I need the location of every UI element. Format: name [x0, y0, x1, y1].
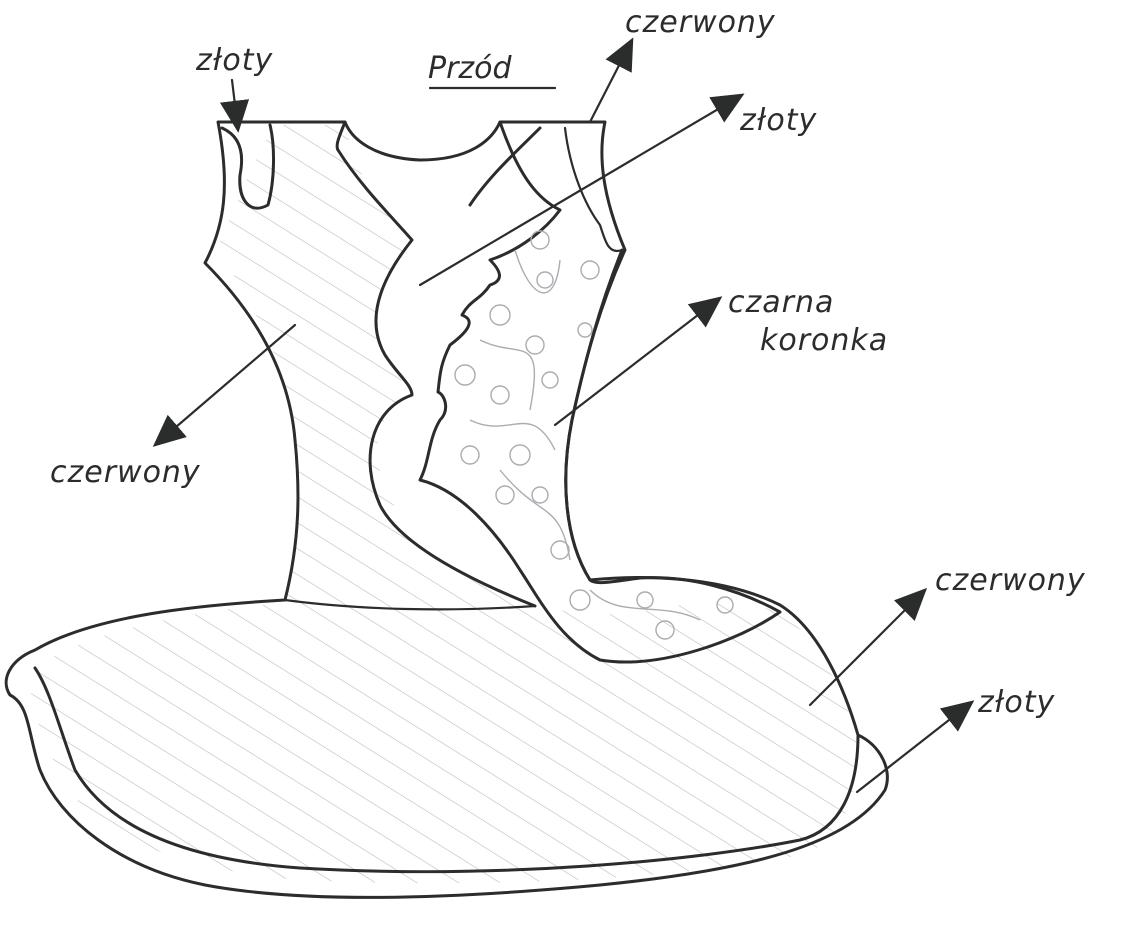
- label-gold-hem: złoty: [977, 685, 1055, 720]
- label-red-bodice-left: czerwony: [50, 455, 201, 490]
- label-gold-shoulder-left: złoty: [195, 43, 273, 78]
- arrow-red-skirt: [810, 590, 925, 705]
- arrow-red-top-right: [590, 40, 632, 122]
- label-red-skirt: czerwony: [935, 563, 1086, 598]
- lace-right-edge: [565, 128, 622, 251]
- label-black-lace-line2: koronka: [760, 323, 888, 358]
- lace-texture: [455, 231, 733, 639]
- skirt-panel: [31, 603, 858, 883]
- label-gold-shoulder-right: złoty: [739, 103, 817, 138]
- arrow-black-lace: [555, 298, 720, 425]
- label-red-top-right: czerwony: [625, 5, 776, 40]
- label-black-lace-line1: czarna koronka: [728, 285, 888, 358]
- arrow-red-bodice-left: [155, 325, 295, 445]
- label-black-lace: czarna: [728, 285, 834, 320]
- diagram-title: Przód: [428, 51, 513, 86]
